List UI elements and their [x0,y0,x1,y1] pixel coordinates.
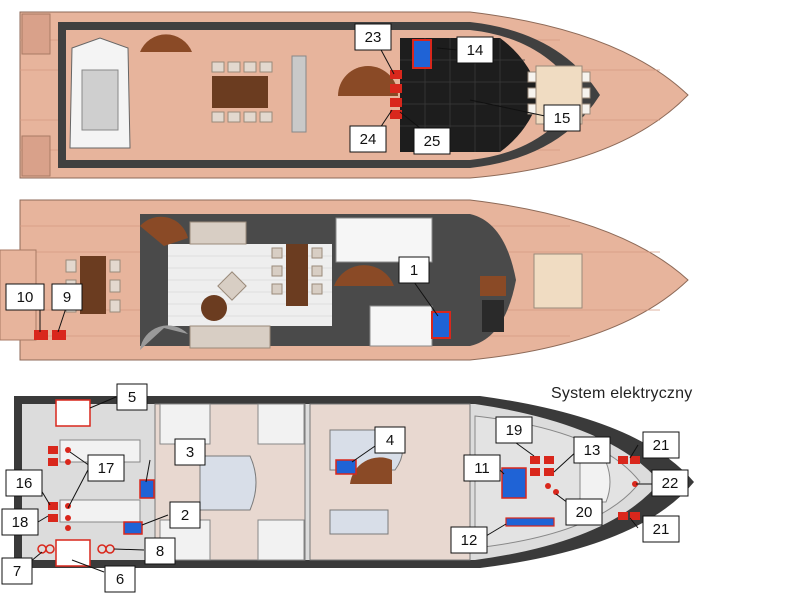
flybridge-deck-plan [19,11,689,179]
svg-text:25: 25 [424,133,441,150]
callout-16: 16 [5,469,43,497]
callout-labels: 1 2 3 4 5 6 7 [1,23,689,593]
callout-23: 23 [354,23,392,51]
svg-text:21: 21 [653,437,670,454]
callout-7: 7 [1,557,33,585]
svg-text:2: 2 [181,507,189,524]
callout-21-bottom: 21 [642,515,680,543]
svg-text:12: 12 [461,532,478,549]
svg-text:6: 6 [116,571,124,588]
lower-deck-plan [14,396,694,568]
callout-21-top: 21 [642,431,680,459]
callout-18: 18 [1,508,39,536]
callout-11: 11 [463,454,501,482]
svg-text:19: 19 [506,422,523,439]
callout-8: 8 [144,537,176,565]
svg-text:16: 16 [16,475,33,492]
callout-15: 15 [543,104,581,132]
svg-text:17: 17 [98,460,115,477]
callout-10: 10 [5,283,45,311]
callout-12: 12 [450,526,488,554]
svg-text:11: 11 [474,460,490,477]
svg-text:5: 5 [128,389,136,406]
callout-9: 9 [51,283,83,311]
callout-19: 19 [495,416,533,444]
callout-6: 6 [104,565,136,593]
svg-text:20: 20 [576,504,593,521]
svg-text:4: 4 [386,432,394,449]
svg-text:22: 22 [662,475,679,492]
callout-14: 14 [456,36,494,64]
svg-text:9: 9 [63,289,71,306]
svg-text:7: 7 [13,563,21,580]
callout-25: 25 [413,127,451,155]
svg-text:8: 8 [156,543,164,560]
callout-3: 3 [174,438,206,466]
diagram-title: System elektryczny [551,385,693,402]
svg-text:18: 18 [12,514,29,531]
svg-text:13: 13 [584,442,601,459]
svg-text:14: 14 [467,42,484,59]
svg-text:21: 21 [653,521,670,538]
svg-text:10: 10 [17,289,34,306]
callout-17: 17 [87,454,125,482]
callout-20: 20 [565,498,603,526]
callout-22: 22 [651,469,689,497]
svg-text:23: 23 [365,29,382,46]
callout-2: 2 [169,501,201,529]
callout-4: 4 [374,426,406,454]
callout-5: 5 [116,383,148,411]
svg-text:15: 15 [554,110,571,127]
main-deck-plan [0,199,689,361]
callout-13: 13 [573,436,611,464]
svg-text:3: 3 [186,444,194,461]
callout-1: 1 [398,256,430,284]
svg-text:24: 24 [360,131,377,148]
callout-24: 24 [349,125,387,153]
svg-text:1: 1 [410,262,418,279]
